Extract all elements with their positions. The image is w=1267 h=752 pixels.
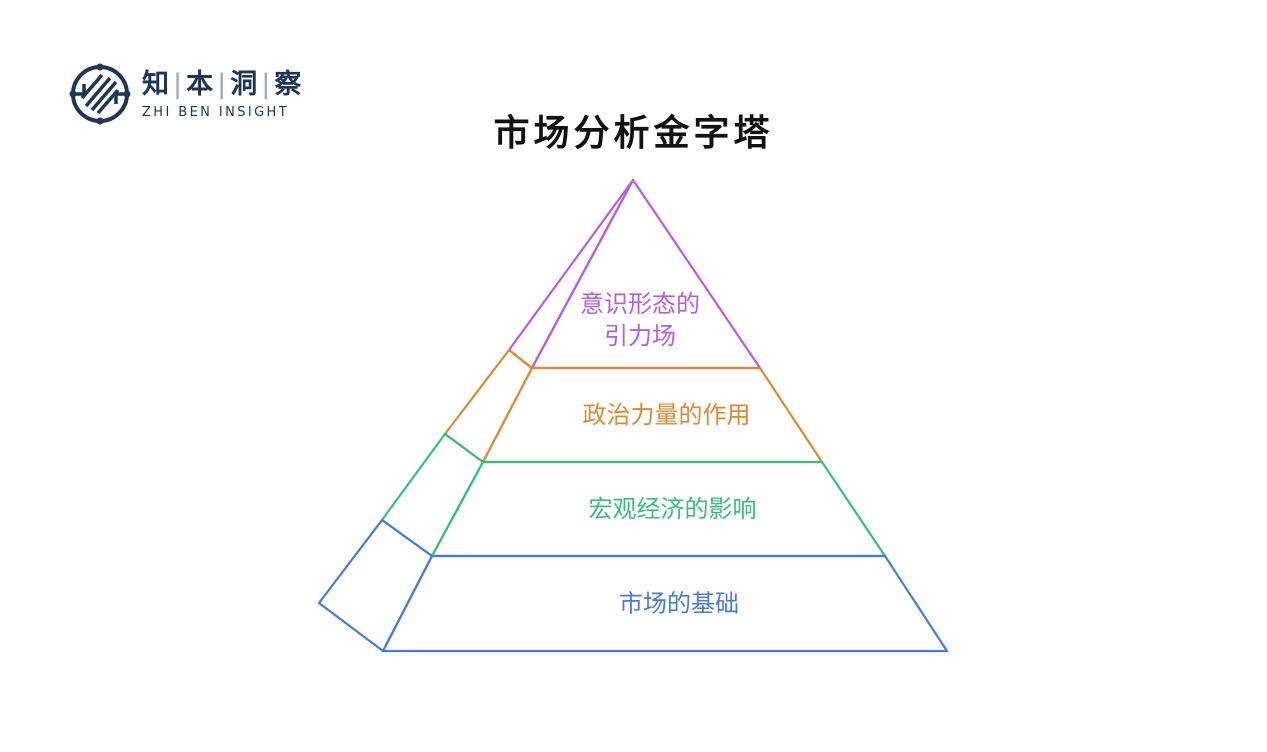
pyramid-layer-4-side xyxy=(317,518,434,653)
pyramid-layer-2-label: 政治力量的作用 xyxy=(583,401,751,429)
pyramid-layer-3-label: 宏观经济的影响 xyxy=(589,495,757,523)
pyramid-layer-4-label: 市场的基础 xyxy=(619,590,739,618)
pyramid-layer-2-side xyxy=(443,348,534,464)
logo: 知|本|洞|察 ZHI BEN INSIGHT xyxy=(68,62,303,126)
logo-chinese: 知|本|洞|察 xyxy=(142,68,304,100)
pyramid-layer-1-label: 引力场 xyxy=(604,322,676,350)
page-title: 市场分析金字塔 xyxy=(493,113,774,154)
logo-circuit-icon xyxy=(69,63,131,125)
pyramid-layer-1-label: 意识形态的 xyxy=(580,290,700,318)
pyramid-layer-3-side xyxy=(380,432,485,558)
logo-english: ZHI BEN INSIGHT xyxy=(142,104,290,120)
